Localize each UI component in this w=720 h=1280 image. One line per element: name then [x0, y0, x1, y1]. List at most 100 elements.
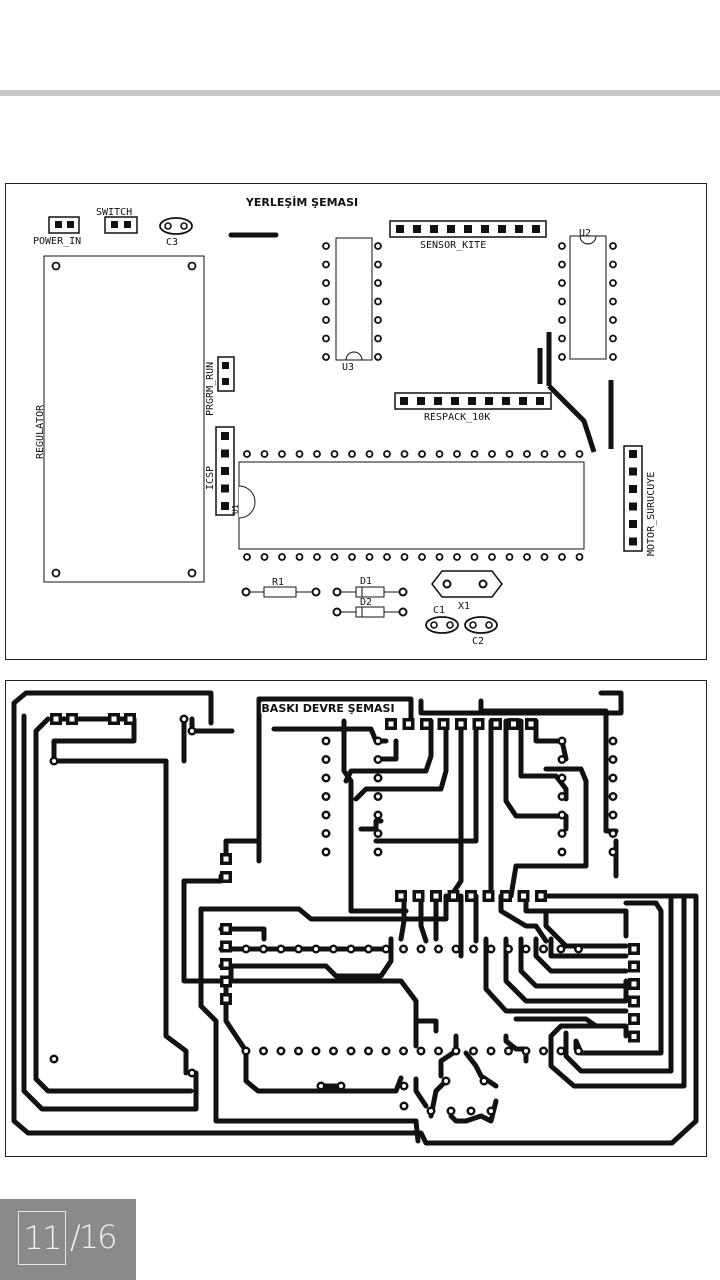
- pin-pad: [451, 397, 459, 405]
- pin-hole: [374, 279, 382, 287]
- pin-pad: [221, 432, 229, 440]
- drill-hole: [538, 893, 544, 899]
- total-pages: /16: [70, 1218, 117, 1256]
- drill-hole: [433, 893, 439, 899]
- drill-hole: [416, 893, 421, 899]
- drill-hole: [401, 1049, 406, 1053]
- drill-hole: [324, 813, 328, 817]
- switch-label: SWITCH: [96, 207, 132, 218]
- r1-resistor: [241, 586, 321, 598]
- pin-pad: [396, 225, 404, 233]
- pin-hole: [418, 450, 426, 458]
- drill-hole: [223, 944, 229, 949]
- drill-hole: [296, 1049, 301, 1053]
- drill-hole: [69, 716, 75, 722]
- pin-hole: [418, 553, 426, 561]
- drill-hole: [52, 1057, 56, 1061]
- respack-label: RESPACK_10K: [424, 412, 490, 423]
- drill-hole: [376, 813, 380, 817]
- pin-hole: [322, 297, 330, 306]
- pcb-diagram-panel: BASKI DEVRE ŞEMASI: [5, 680, 707, 1157]
- drill-hole: [506, 1049, 511, 1053]
- pin-hole: [488, 450, 496, 458]
- c3-capacitor: [159, 217, 193, 235]
- drill-hole: [376, 850, 380, 854]
- u3-chip: [335, 237, 373, 361]
- pin-hole: [540, 450, 549, 458]
- u2-label: U2: [579, 228, 591, 239]
- pin-hole: [488, 553, 496, 561]
- icsp-connector: [215, 426, 235, 516]
- current-page[interactable]: 11: [18, 1211, 66, 1265]
- drill-hole: [454, 947, 458, 951]
- drill-hole: [631, 964, 637, 969]
- drill-hole: [489, 1049, 493, 1053]
- drill-hole: [223, 996, 229, 1002]
- motor-driver-connector: [623, 445, 643, 552]
- pin-hole: [260, 450, 269, 458]
- drill-hole: [559, 947, 563, 951]
- pin-pad: [532, 225, 540, 233]
- drill-hole: [314, 947, 318, 951]
- icsp-label: ICSP: [205, 466, 216, 490]
- pin-hole: [348, 450, 356, 458]
- drill-hole: [324, 757, 328, 762]
- pin-hole: [505, 553, 514, 561]
- pin-hole: [558, 353, 566, 361]
- drill-hole: [458, 721, 464, 727]
- drill-hole: [528, 721, 534, 727]
- drill-hole: [469, 1109, 473, 1113]
- drill-hole: [436, 1049, 441, 1053]
- drill-hole: [436, 947, 441, 951]
- pin-hole: [374, 260, 382, 269]
- pin-hole: [322, 279, 330, 287]
- drill-hole: [324, 850, 328, 854]
- drill-hole: [376, 739, 380, 743]
- pin-hole: [609, 297, 617, 306]
- pin-hole: [470, 450, 479, 458]
- prgrm-run-label: PRGRM_RUN: [205, 362, 216, 416]
- drill-hole: [376, 831, 380, 836]
- drill-hole: [560, 794, 564, 799]
- pin-hole: [609, 242, 617, 250]
- drill-hole: [631, 1034, 637, 1039]
- drill-hole: [541, 1049, 546, 1053]
- pin-hole: [609, 353, 617, 361]
- pin-hole: [374, 316, 382, 324]
- drill-hole: [471, 947, 476, 951]
- prgrm-run-connector: [217, 356, 235, 392]
- pin-hole: [540, 553, 549, 561]
- pin-hole: [365, 553, 374, 561]
- drill-hole: [489, 1109, 493, 1113]
- drill-hole: [451, 893, 456, 899]
- drill-hole: [402, 1104, 406, 1108]
- pcb-pads: [50, 713, 640, 1043]
- drill-hole: [384, 947, 388, 951]
- drill-hole: [611, 757, 615, 762]
- drill-hole: [482, 1079, 486, 1083]
- drill-hole: [279, 947, 283, 951]
- drill-hole: [611, 794, 615, 799]
- pin-pad: [629, 537, 637, 546]
- pin-hole: [400, 450, 409, 458]
- power-in-label: POWER_IN: [33, 236, 81, 247]
- u2-chip: [569, 235, 607, 360]
- drill-hole: [576, 1049, 581, 1053]
- drill-hole: [331, 1049, 336, 1053]
- drill-hole: [349, 947, 353, 951]
- regulator-board: [43, 255, 205, 583]
- pin-pad: [221, 467, 229, 475]
- sensor-kite-label: SENSOR_KITE: [420, 240, 486, 251]
- drill-hole: [560, 776, 564, 780]
- pin-hole: [322, 260, 330, 269]
- drill-hole: [223, 979, 229, 984]
- pin-pad: [502, 397, 510, 405]
- drill-hole: [441, 721, 446, 727]
- pin-hole: [278, 553, 286, 561]
- pin-pad: [515, 225, 523, 233]
- pin-pad: [221, 484, 229, 493]
- c3-label: C3: [166, 237, 178, 248]
- drill-hole: [319, 1084, 323, 1088]
- pin-hole: [374, 334, 382, 343]
- drill-hole: [489, 947, 493, 951]
